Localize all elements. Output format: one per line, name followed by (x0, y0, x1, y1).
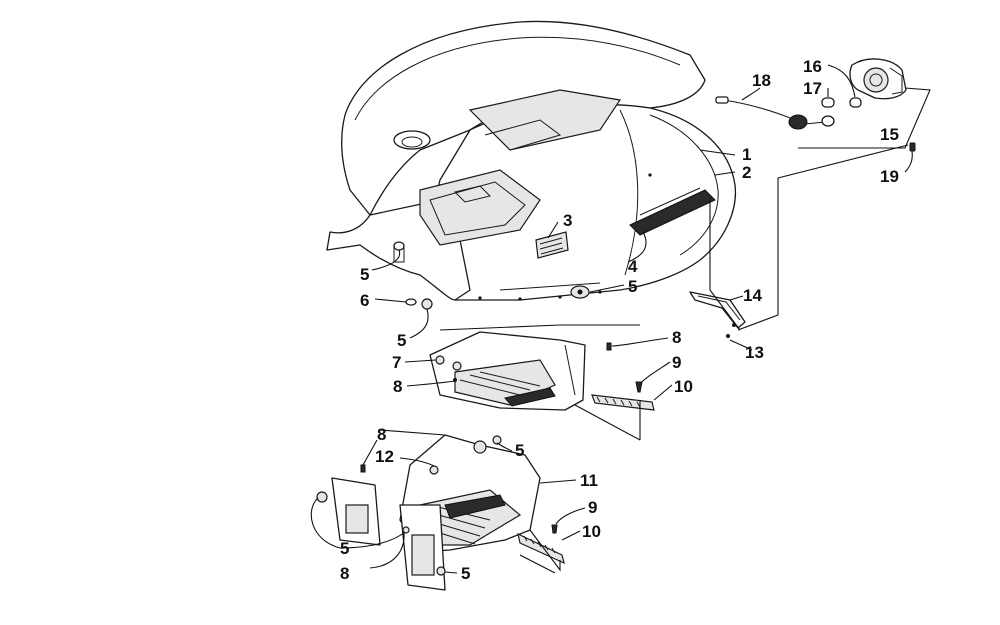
callout-5-bottom: 5 (461, 564, 470, 583)
callout-19: 19 (880, 167, 899, 186)
callout-1: 1 (742, 145, 751, 164)
callout-17: 17 (803, 79, 822, 98)
callout-3: 3 (563, 211, 572, 230)
callout-6: 6 (360, 291, 369, 310)
callout-13: 13 (745, 343, 764, 362)
callout-8-lower: 8 (340, 564, 349, 583)
footpeg-upper (591, 381, 655, 411)
callout-10-lower: 10 (582, 522, 601, 541)
callout-14: 14 (743, 286, 762, 305)
callout-7: 7 (392, 353, 401, 372)
callout-5-lower-right: 5 (515, 441, 524, 460)
callout-9-upper: 9 (672, 353, 681, 372)
callout-labels: 1 2 3 4 5 5 6 5 7 8 8 9 10 8 12 5 11 9 1… (340, 57, 899, 583)
callout-2: 2 (742, 163, 751, 182)
callout-18: 18 (752, 71, 771, 90)
leader-lines (310, 64, 931, 574)
callout-15: 15 (880, 125, 899, 144)
bulb-16 (849, 97, 862, 108)
washer-7 (435, 355, 445, 365)
wiring-harness (722, 99, 791, 119)
right-footwell (429, 331, 612, 411)
callout-11: 11 (580, 471, 598, 490)
left-footwell (316, 434, 541, 591)
callout-10-upper: 10 (674, 377, 693, 396)
callout-4: 4 (628, 257, 638, 276)
callout-12: 12 (375, 447, 394, 466)
callout-8-lower-left: 8 (377, 425, 386, 444)
callout-8-upper-left: 8 (393, 377, 402, 396)
rear-fender-body (326, 20, 737, 301)
footpeg-lower (517, 524, 565, 565)
callout-5-left: 5 (360, 265, 369, 284)
callout-16: 16 (803, 57, 822, 76)
bulb-17 (821, 97, 835, 108)
callout-5-under: 5 (397, 331, 406, 350)
callout-9-lower: 9 (588, 498, 597, 517)
callout-5-lower-left: 5 (340, 539, 349, 558)
callout-8-upper-right: 8 (672, 328, 681, 347)
callout-5-fender: 5 (628, 277, 637, 296)
washer-6 (405, 298, 417, 306)
